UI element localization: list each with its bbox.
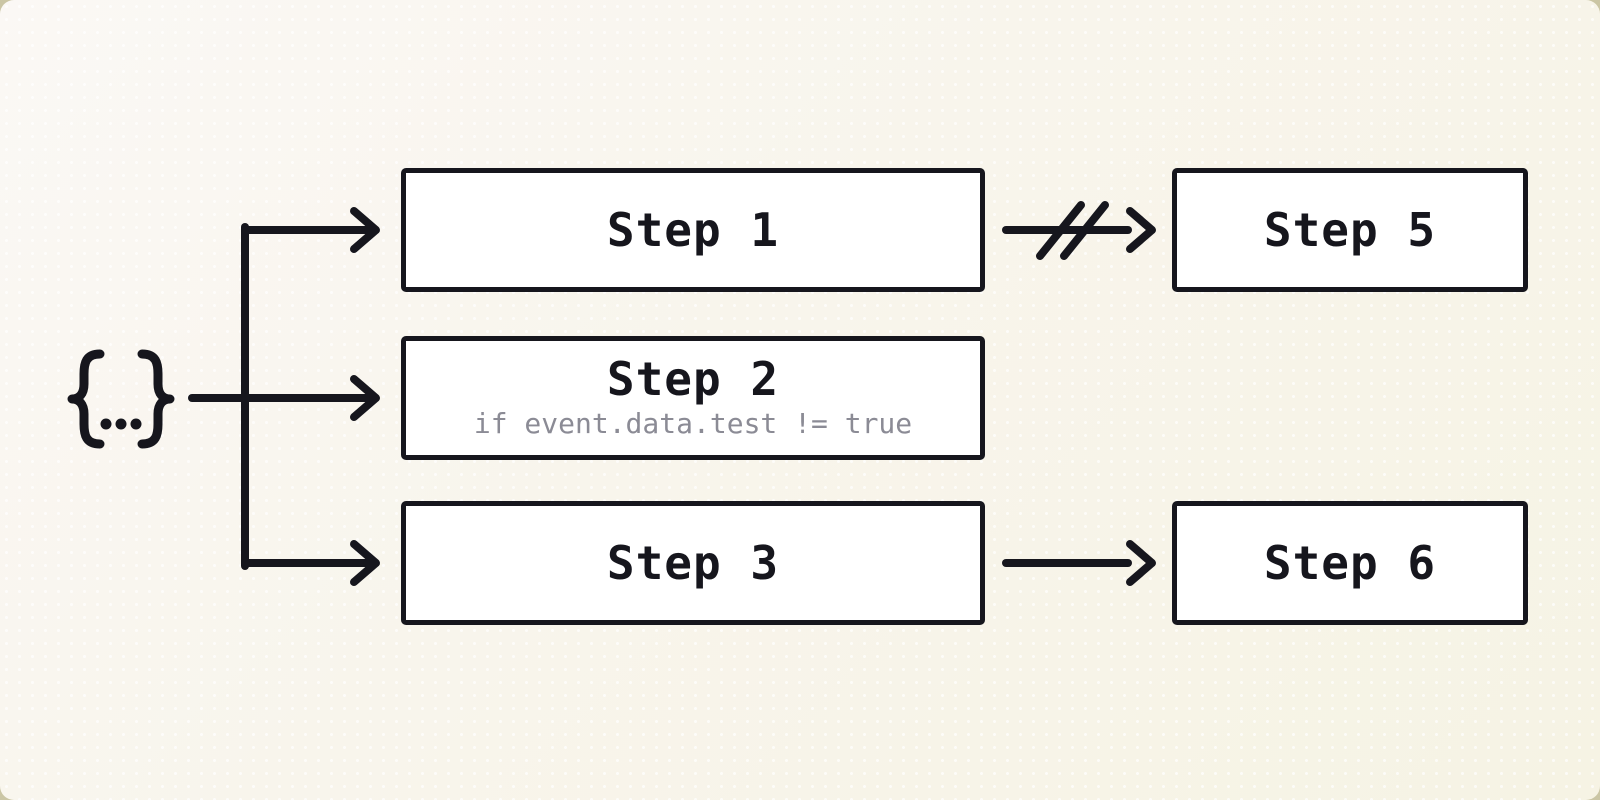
- step-2-condition: if event.data.test != true: [473, 407, 913, 441]
- step-3-label: Step 3: [606, 536, 780, 590]
- arrow-step3-step6: [1002, 540, 1156, 586]
- step-node-3: Step 3: [401, 501, 985, 625]
- step-5-label: Step 5: [1263, 203, 1437, 257]
- fan-out-lines: [188, 207, 380, 586]
- ellipsis-dots: [100, 418, 142, 430]
- step-node-1: Step 1: [401, 168, 985, 292]
- arrowhead-step3-icon: [350, 540, 380, 586]
- step-2-label: Step 2: [606, 352, 780, 407]
- arrowhead-step2-icon: [350, 375, 380, 421]
- step-node-6: Step 6: [1172, 501, 1528, 625]
- arrowhead-step1-icon: [350, 207, 380, 253]
- json-braces-icon: [67, 349, 175, 449]
- break-slash-icon: [1036, 201, 1085, 260]
- step-1-label: Step 1: [606, 203, 780, 257]
- break-slash-icon: [1060, 201, 1109, 260]
- arrowhead-step5-icon: [1126, 207, 1156, 253]
- step-node-5: Step 5: [1172, 168, 1528, 292]
- arrowhead-step6-icon: [1126, 540, 1156, 586]
- right-brace: [137, 349, 175, 449]
- step-6-label: Step 6: [1263, 536, 1437, 590]
- step-node-2: Step 2 if event.data.test != true: [401, 336, 985, 460]
- left-brace: [67, 349, 105, 449]
- broken-arrow-step1-step5: [1002, 201, 1156, 260]
